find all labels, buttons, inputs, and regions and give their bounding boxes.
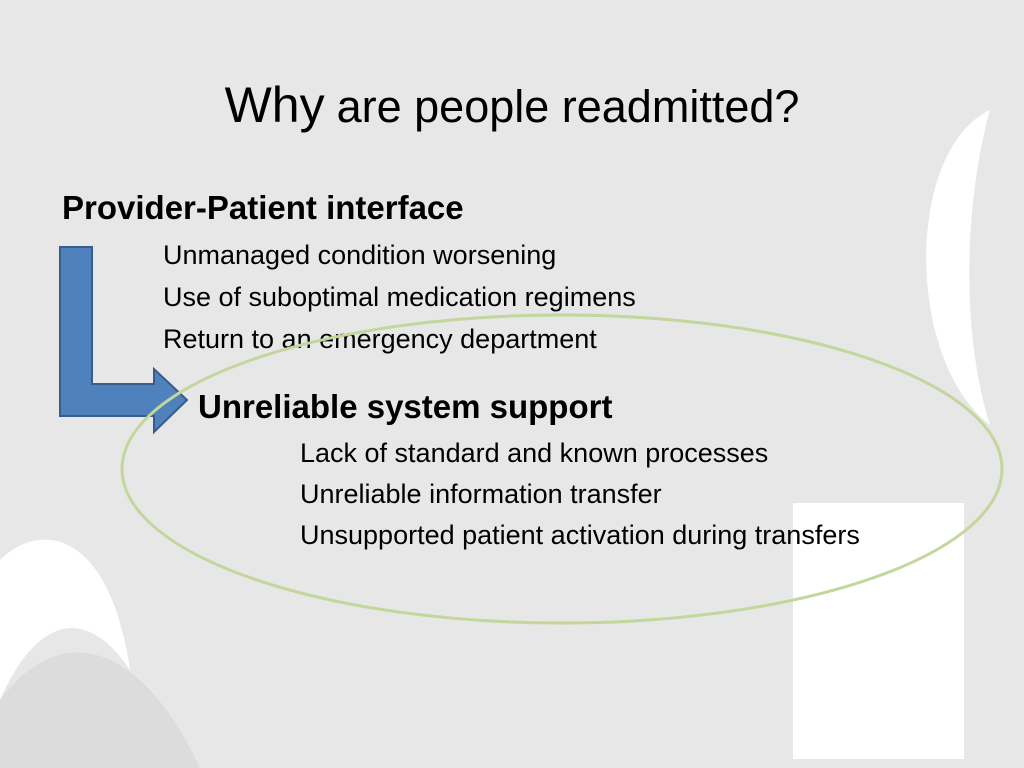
section-heading-provider-patient: Provider-Patient interface (62, 189, 464, 226)
section-heading-unreliable-system: Unreliable system support (198, 388, 613, 425)
list-item: Lack of standard and known processes (300, 438, 769, 468)
list-item: Unmanaged condition worsening (163, 240, 557, 270)
bg-white-blob-left (0, 539, 130, 700)
list-item: Use of suboptimal medication regimens (163, 282, 636, 312)
title-rest: are people readmitted? (336, 81, 800, 132)
list-item: Unsupported patient activation during tr… (300, 520, 860, 550)
highlight-ellipse (120, 313, 1004, 625)
bg-white-crescent-right (926, 110, 990, 425)
list-item: Unreliable information transfer (300, 479, 662, 509)
bg-grey-blob-bottom (0, 652, 200, 768)
title-word-why: Why (224, 77, 325, 133)
bg-white-panel (793, 503, 964, 759)
bent-arrow-icon (59, 246, 189, 435)
